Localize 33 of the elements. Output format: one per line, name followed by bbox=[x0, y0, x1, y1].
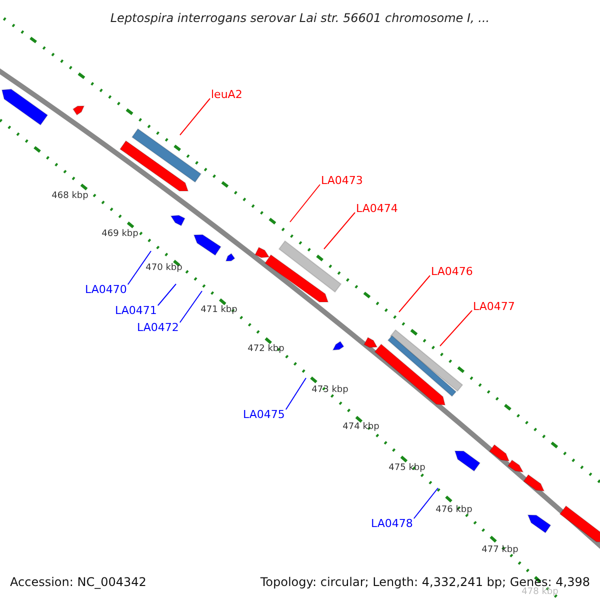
scale-label: 470 kbp bbox=[146, 262, 182, 274]
scale-label: 475 kbp bbox=[388, 462, 426, 474]
leader-line bbox=[324, 212, 356, 250]
scale-label: 471 kbp bbox=[200, 304, 238, 316]
scale-label: 472 kbp bbox=[248, 344, 284, 354]
scale-label: 476 kbp bbox=[436, 504, 472, 516]
gene-label: LA0472 bbox=[137, 320, 179, 334]
gene-label: LA0475 bbox=[243, 408, 285, 420]
gene-label: LA0477 bbox=[473, 300, 515, 312]
gene-label: LA0470 bbox=[85, 282, 127, 296]
scale-label: 478 kbp bbox=[522, 586, 558, 598]
scale-label: 468 kbp bbox=[52, 190, 88, 202]
gene-label: LA0473 bbox=[321, 174, 363, 186]
leader-line bbox=[180, 98, 210, 136]
leader-line bbox=[398, 275, 430, 312]
gene-label: LA0478 bbox=[371, 516, 413, 530]
accession-note: Accession: NC_004342 bbox=[10, 575, 146, 589]
gene-label: LA0471 bbox=[115, 304, 157, 316]
leader-line bbox=[290, 184, 320, 222]
gene-label: leuA2 bbox=[211, 88, 242, 100]
leader-line bbox=[440, 310, 472, 346]
scale-label: 474 kbp bbox=[342, 422, 380, 432]
gene-label: LA0474 bbox=[356, 202, 398, 214]
leader-line bbox=[179, 290, 202, 323]
leader-line bbox=[285, 378, 306, 410]
leader-line bbox=[157, 284, 176, 306]
scale-label: 469 kbp bbox=[102, 228, 138, 240]
leader-line bbox=[413, 488, 438, 519]
gene-label: LA0476 bbox=[431, 264, 473, 278]
leader-line bbox=[127, 250, 152, 285]
scale-label: 477 kbp bbox=[482, 544, 518, 556]
scale-label: 473 kbp bbox=[312, 384, 348, 396]
diagram-title: Leptospira interrogans serovar Lai str. 56601 chromosome I, ... bbox=[110, 11, 490, 25]
